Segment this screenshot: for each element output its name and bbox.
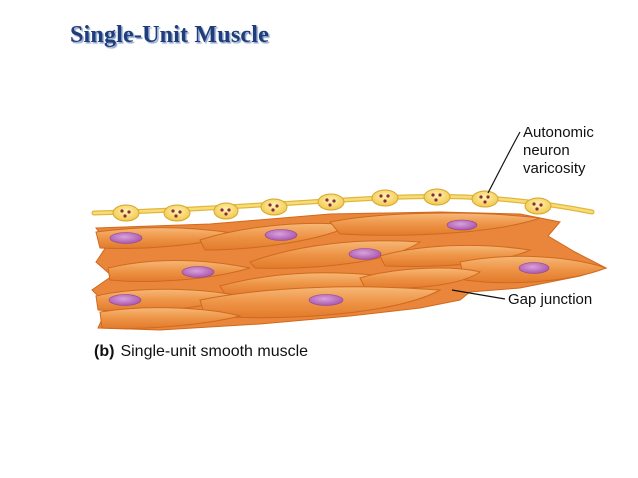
nucleus xyxy=(181,266,215,278)
varicosity-label: Autonomic neuron varicosity xyxy=(523,124,594,177)
cell-nuclei xyxy=(108,219,550,306)
varicosity xyxy=(163,204,191,222)
nucleus xyxy=(109,232,143,244)
varicosity xyxy=(524,197,552,215)
varicosities xyxy=(112,188,552,222)
varicosity xyxy=(213,202,239,220)
caption-text: Single-unit smooth muscle xyxy=(120,343,309,360)
varicosity xyxy=(317,193,345,211)
slide-title: Single-Unit Muscle xyxy=(70,22,269,48)
nucleus xyxy=(518,262,550,274)
nucleus xyxy=(108,294,142,306)
gap-junction-label: Gap junction xyxy=(508,291,593,308)
muscle-cell xyxy=(329,212,541,236)
nucleus xyxy=(264,229,298,241)
varicosity xyxy=(371,189,399,207)
varicosity xyxy=(471,190,499,208)
smooth-muscle-cells xyxy=(95,212,608,329)
nucleus xyxy=(446,219,478,231)
varicosity xyxy=(260,198,288,216)
varicosity xyxy=(112,204,140,222)
muscle-cell xyxy=(99,307,241,329)
muscle-cell xyxy=(249,240,422,269)
muscle-cell xyxy=(379,244,532,267)
nucleus xyxy=(308,294,344,306)
figure-caption: (b) Single-unit smooth muscle xyxy=(94,343,308,361)
neurotransmitter-vesicles xyxy=(120,193,543,218)
muscle-cell xyxy=(107,260,251,282)
nucleus xyxy=(348,248,382,260)
varicosity xyxy=(423,188,451,206)
panel-letter: (b) xyxy=(94,343,115,360)
varicosity-leader-line xyxy=(487,131,521,194)
gap-junction-leader-line xyxy=(451,289,506,300)
